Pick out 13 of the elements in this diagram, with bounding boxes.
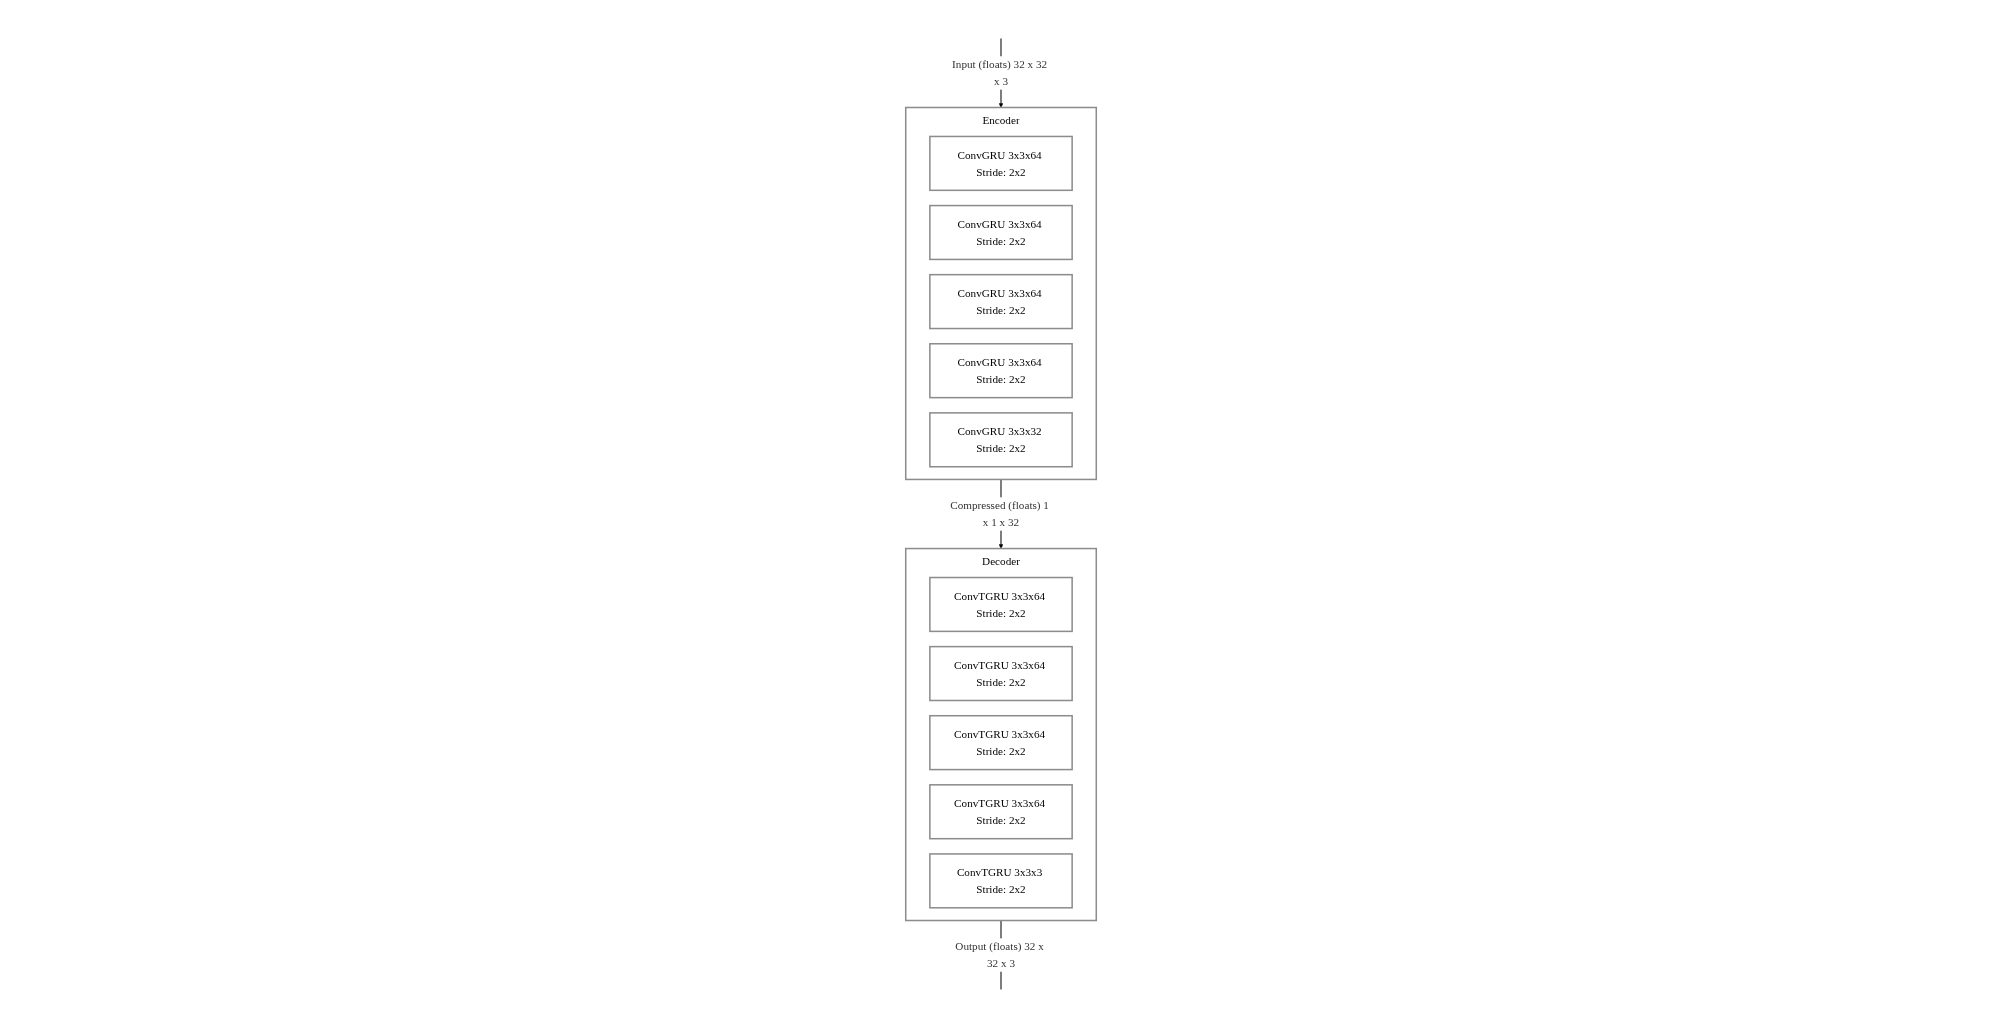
node-box: ConvTGRU 3x3x64 Stride: 2x2: [928, 576, 1073, 632]
node-box: ConvTGRU 3x3x64 Stride: 2x2: [928, 783, 1073, 839]
edge-label: Compressed (floats) 1 x 1 x 32: [949, 498, 1049, 529]
node-box: ConvTGRU 3x3x64 Stride: 2x2: [928, 714, 1073, 770]
node-box: ConvTGRU 3x3x3 Stride: 2x2: [928, 852, 1073, 909]
node-box: ConvGRU 3x3x64 Stride: 2x2: [928, 273, 1073, 329]
node-box: ConvGRU 3x3x64 Stride: 2x2: [928, 342, 1073, 398]
node-box: ConvTGRU 3x3x64 Stride: 2x2: [928, 645, 1073, 701]
edge-label: Input (floats) 32 x 32 x 3: [951, 57, 1047, 88]
node-box: ConvGRU 3x3x64 Stride: 2x2: [928, 135, 1073, 191]
edge-label: Output (floats) 32 x 32 x 3: [954, 939, 1044, 970]
node-box: ConvGRU 3x3x64 Stride: 2x2: [928, 204, 1073, 260]
node-box: ConvGRU 3x3x32 Stride: 2x2: [928, 411, 1073, 467]
